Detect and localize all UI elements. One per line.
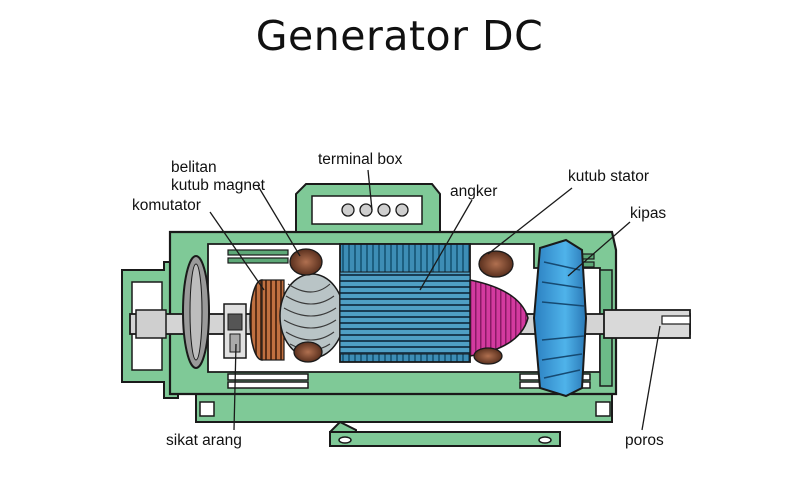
end-bearing [182, 255, 210, 369]
page-title: Generator DC [255, 12, 544, 60]
label-angker: angker [450, 183, 497, 200]
label-komutator: komutator [132, 197, 201, 214]
label-kutub-stator: kutub stator [568, 168, 649, 185]
label-kipas: kipas [630, 205, 666, 222]
label-belitan-line2: kutub magnet [171, 177, 266, 194]
mounting-base [195, 391, 613, 447]
armature-end-windings [279, 273, 345, 359]
label-poros: poros [625, 432, 664, 449]
terminal-box [295, 183, 441, 233]
label-sikat-arang: sikat arang [166, 432, 242, 449]
label-belitan-line1: belitan [171, 159, 217, 176]
diagram-labels: belitan kutub magnet terminal box komuta… [132, 151, 666, 449]
cooling-fan [532, 238, 588, 398]
field-poles [289, 248, 514, 365]
leader-lines [209, 169, 661, 431]
brush-assembly [223, 303, 247, 359]
commutator [249, 279, 285, 361]
label-terminal-box: terminal box [318, 151, 403, 168]
armature-core [339, 243, 471, 363]
